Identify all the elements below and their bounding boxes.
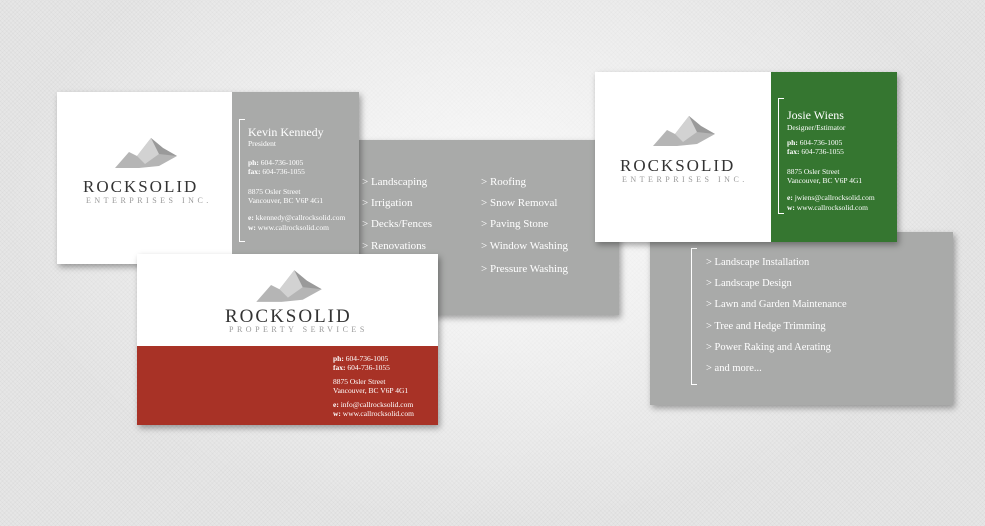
city-address: Vancouver, BC V6P 4G1 xyxy=(787,176,863,185)
street-address: 8875 Osler Street xyxy=(787,167,840,176)
bracket-line xyxy=(778,98,784,214)
contact-title: Designer/Estimator xyxy=(787,123,846,132)
service-item: > Snow Removal xyxy=(481,197,558,209)
web-row: w: www.callrocksolid.com xyxy=(333,409,414,418)
fax-row: fax: 604-736-1055 xyxy=(787,147,844,156)
fax-row: fax: 604-736-1055 xyxy=(333,363,390,372)
phone-row: ph: 604-736-1005 xyxy=(248,158,304,167)
phone-row: ph: 604-736-1005 xyxy=(787,138,843,147)
fax-row: fax: 604-736-1055 xyxy=(248,167,305,176)
brand-subtitle: ENTERPRISES INC. xyxy=(622,175,748,184)
street-address: 8875 Osler Street xyxy=(248,187,301,196)
service-item: > Paving Stone xyxy=(481,218,549,230)
landscape-services-card: > Landscape Installation > Landscape Des… xyxy=(650,232,953,405)
web-row: w: www.callrocksolid.com xyxy=(248,223,329,232)
service-item: > Power Raking and Aerating xyxy=(706,342,831,353)
josie-info-panel: Josie Wiens Designer/Estimator ph: 604-7… xyxy=(771,72,897,242)
service-item: > Lawn and Garden Maintenance xyxy=(706,299,847,310)
mountain-logo-icon xyxy=(653,116,715,146)
service-item: > Roofing xyxy=(481,176,527,188)
city-address: Vancouver, BC V6P 4G1 xyxy=(248,196,324,205)
kevin-business-card: ROCKSOLID ENTERPRISES INC. Kevin Kennedy… xyxy=(57,92,359,264)
service-item: > Landscape Installation xyxy=(706,257,810,268)
kevin-info-panel: Kevin Kennedy President ph: 604-736-1005… xyxy=(232,92,359,264)
brand-name: ROCKSOLID xyxy=(83,177,199,196)
mountain-logo-icon xyxy=(256,270,322,302)
brand-subtitle: PROPERTY SERVICES xyxy=(229,325,368,334)
josie-business-card: ROCKSOLID ENTERPRISES INC. Josie Wiens D… xyxy=(595,72,897,242)
contact-title: President xyxy=(248,139,276,148)
contact-name: Josie Wiens xyxy=(787,108,844,122)
web-row: w: www.callrocksolid.com xyxy=(787,203,868,212)
contact-name: Kevin Kennedy xyxy=(248,125,324,139)
phone-row: ph: 604-736-1005 xyxy=(333,354,389,363)
service-item: > Pressure Washing xyxy=(481,263,568,275)
brand-name: ROCKSOLID xyxy=(225,306,352,327)
service-item: > Landscape Design xyxy=(706,278,792,289)
bracket-line xyxy=(691,248,697,385)
mountain-logo-icon xyxy=(115,138,177,168)
service-item: > Irrigation xyxy=(362,197,413,209)
service-item: > Landscaping xyxy=(362,176,428,188)
service-item: > and more... xyxy=(706,363,762,374)
property-info-panel: ph: 604-736-1005 fax: 604-736-1055 8875 … xyxy=(137,346,438,425)
service-item: > Renovations xyxy=(362,240,426,252)
brand-name: ROCKSOLID xyxy=(620,156,736,175)
email-row: e: jwiens@callrocksolid.com xyxy=(787,193,875,202)
property-services-card: ROCKSOLID PROPERTY SERVICES ph: 604-736-… xyxy=(137,254,438,425)
service-item: > Window Washing xyxy=(481,240,568,252)
email-row: e: kkennedy@callrocksolid.com xyxy=(248,213,346,222)
city-address: Vancouver, BC V6P 4G1 xyxy=(333,386,409,395)
service-item: > Decks/Fences xyxy=(362,218,433,230)
email-row: e: info@callrocksolid.com xyxy=(333,400,414,409)
street-address: 8875 Osler Street xyxy=(333,377,386,386)
service-item: > Tree and Hedge Trimming xyxy=(706,321,826,332)
bracket-line xyxy=(239,119,245,242)
brand-subtitle: ENTERPRISES INC. xyxy=(86,196,212,205)
